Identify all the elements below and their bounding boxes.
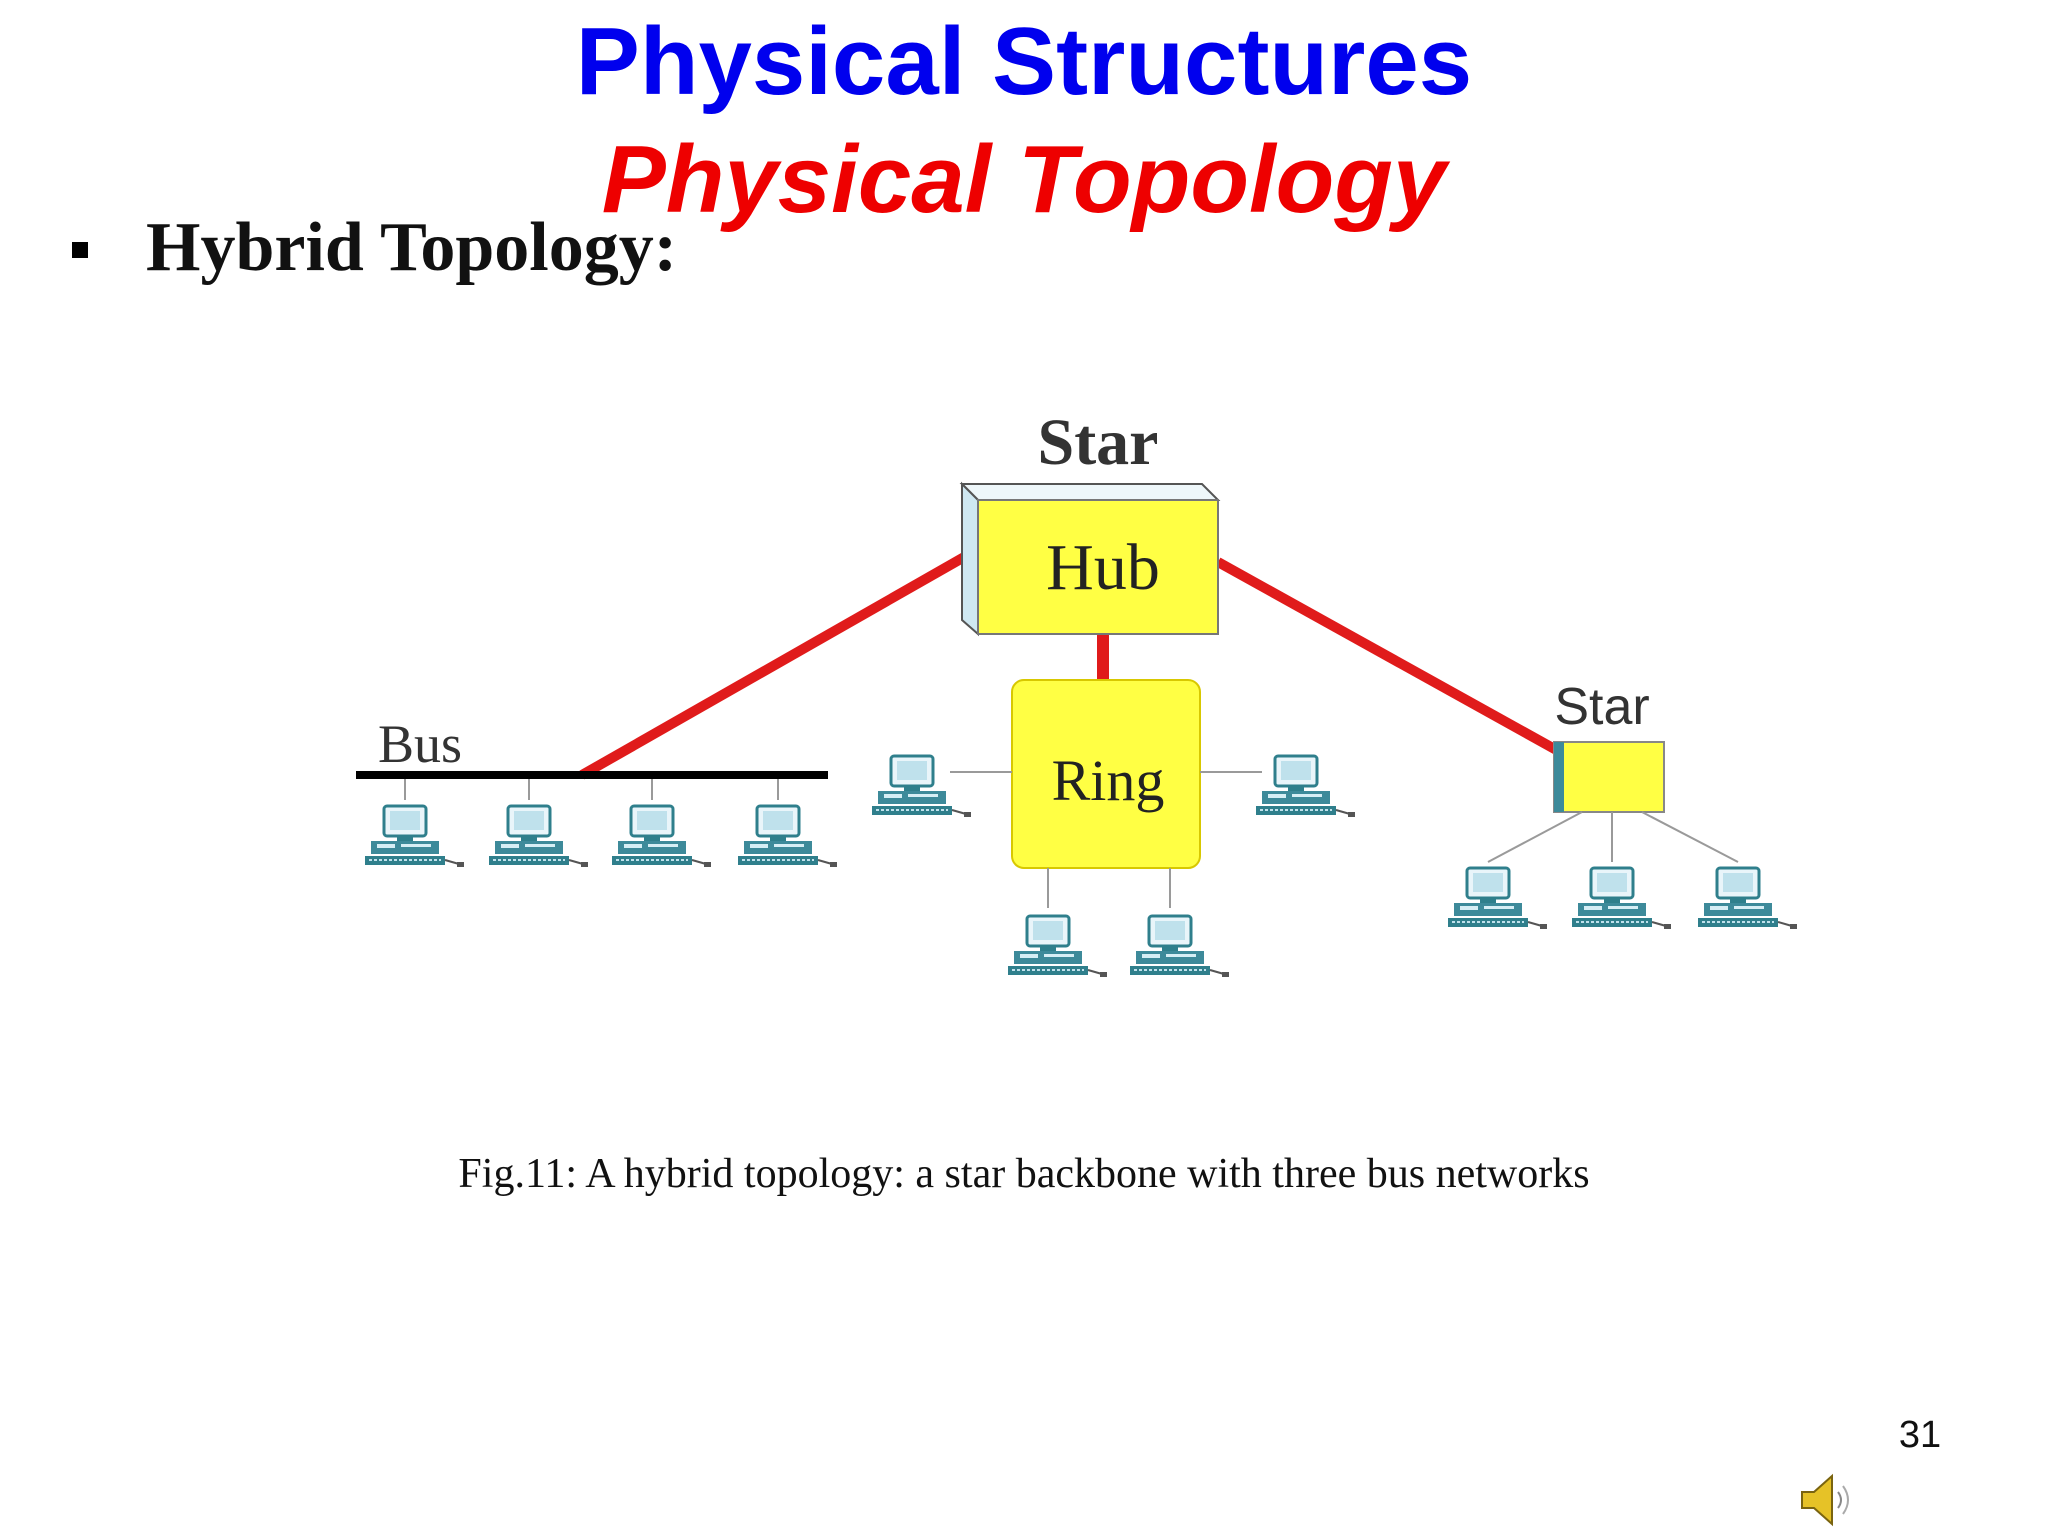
bullet-text: Hybrid Topology: (146, 209, 678, 286)
star-connections (1487, 811, 1739, 863)
ring-device (1011, 679, 1201, 869)
star-top-label: Star (1038, 406, 1159, 479)
ring-computer-right (1254, 754, 1357, 819)
ring-computer-left (870, 754, 973, 819)
star-right-label: Star (1554, 678, 1649, 736)
ring-label: Ring (1052, 748, 1165, 813)
slide-subtitle: Physical Topology (601, 126, 1447, 233)
bullet-square-icon (72, 242, 88, 258)
link-hub-to-bus (579, 551, 969, 780)
bus-computer-4 (736, 804, 839, 869)
ring-computer-bottom-right (1128, 914, 1231, 979)
speaker-icon[interactable] (1796, 1470, 1860, 1530)
bus-computer-3 (610, 804, 713, 869)
star-hub-device (1553, 741, 1665, 813)
bus-drops (404, 779, 779, 800)
star-computer-1 (1446, 866, 1549, 931)
bullet-item: Hybrid Topology: (72, 206, 677, 290)
page-number: 31 (1898, 1414, 1942, 1456)
ring-connections (950, 771, 1262, 908)
figure-caption: Fig.11: A hybrid topology: a star backbo… (458, 1151, 1590, 1197)
star-computer-3 (1696, 866, 1799, 931)
bus-computer-1 (363, 804, 466, 869)
backbone-links (579, 551, 1563, 780)
star-computer-2 (1570, 866, 1673, 931)
slide-title: Physical Structures (575, 8, 1473, 115)
hub-device (959, 481, 1221, 637)
link-hub-to-star (1215, 557, 1563, 757)
bus-label: Bus (378, 714, 462, 774)
bus-computer-2 (487, 804, 590, 869)
hub-label: Hub (1046, 531, 1160, 604)
ring-computer-bottom-left (1006, 914, 1109, 979)
